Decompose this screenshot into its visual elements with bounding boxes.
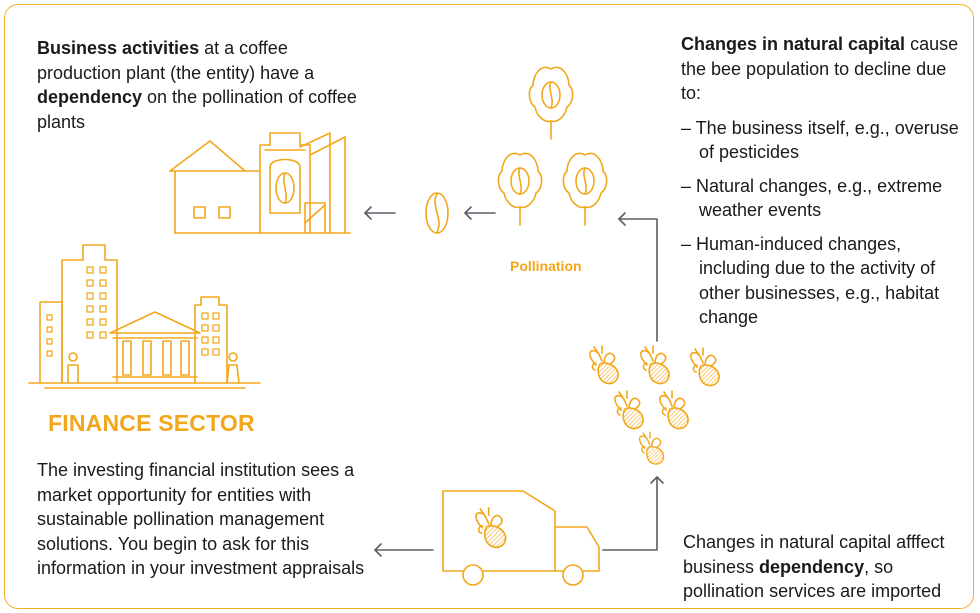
coffee-tree-icon [528, 66, 574, 140]
arrow-to-bean [464, 206, 496, 220]
finance-sector-label: FINANCE SECTOR [48, 410, 255, 436]
cause-item: – Human-induced changes, including due t… [681, 233, 940, 328]
coffee-tree-icon [497, 152, 543, 226]
cause-item: – Natural changes, e.g., extreme weather… [681, 175, 943, 221]
coffee-tree-icon [562, 152, 608, 226]
dependency-bold-2: dependency [759, 556, 865, 577]
business-text-part1: at a coffee production plant (the entity… [37, 38, 315, 83]
imported-text-part1: Changes in natural capital afffect busin… [683, 532, 945, 577]
imported-pollination-text: Changes in natural capital afffect busin… [683, 530, 963, 604]
bee-icon [659, 390, 689, 430]
diagram-frame: Business activities at a coffee producti… [4, 4, 974, 609]
business-activities-bold: Business activities [37, 38, 200, 58]
coffee-bean-icon [425, 192, 449, 234]
cause-item: – The business itself, e.g., overuse of … [681, 117, 959, 163]
natural-capital-text: Changes in natural capital cause the bee… [681, 32, 971, 330]
imported-text-part2: , so pollination services are imported [683, 556, 942, 602]
financial-institution-text: The investing financial institution sees… [37, 460, 365, 578]
arrow-to-trees [618, 212, 658, 342]
business-activity-text: Business activities at a coffee producti… [37, 36, 367, 134]
pollination-label: Pollination [510, 258, 582, 274]
bee-icon [638, 431, 665, 465]
delivery-truck-icon [442, 490, 600, 586]
natural-capital-intro: cause the bee population to decline due … [681, 34, 959, 103]
bee-icon [640, 345, 670, 385]
bee-icon [690, 347, 720, 387]
cause-list: – The business itself, e.g., overuse of … [681, 116, 971, 330]
city-bank-icon [28, 244, 261, 389]
dependency-bold: dependency [37, 87, 143, 107]
arrow-to-bees [602, 476, 664, 551]
arrow-to-finance [374, 543, 434, 557]
factory-icon [169, 132, 351, 234]
bee-icon [614, 390, 644, 430]
natural-capital-heading: Changes in natural capital [681, 34, 906, 54]
arrow-to-factory [364, 206, 396, 220]
bee-icon [589, 345, 619, 385]
diagram-artwork [28, 66, 720, 586]
business-text-part2: on the pollination of coffee plants [37, 87, 357, 132]
